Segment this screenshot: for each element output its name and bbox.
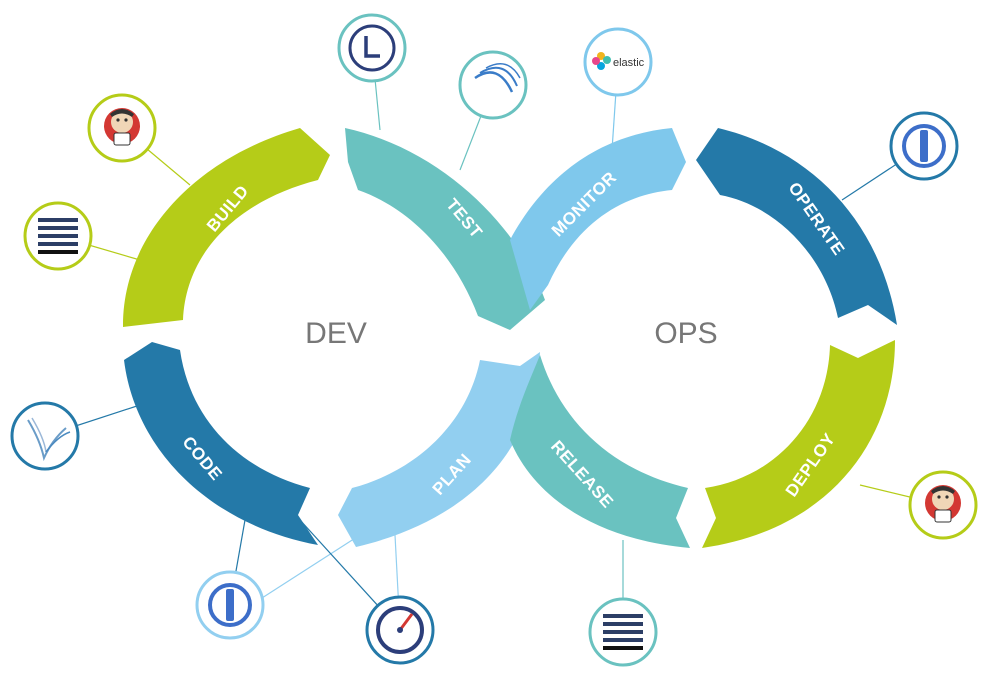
power-icon (889, 111, 959, 181)
list-icon (23, 201, 93, 271)
jenkins-icon (87, 93, 157, 163)
jenkins-icon (908, 470, 978, 540)
connector-line-plan-power (261, 534, 361, 599)
elastic-icon: elastic (583, 27, 653, 97)
test-arrow-shape (345, 128, 545, 330)
gauge-icon (365, 595, 435, 665)
segment-plan: PLAN (338, 352, 540, 547)
list-icon (588, 597, 658, 667)
wing-logo-icon (10, 401, 80, 471)
monitor-arrow-shape (510, 128, 686, 310)
segment-deploy: DEPLOY (702, 340, 895, 548)
segment-release: RELEASE (510, 355, 690, 548)
l-logo-icon (337, 13, 407, 83)
segment-test: TEST (345, 128, 545, 330)
power-icon (195, 570, 265, 640)
plan-arrow-shape (338, 352, 540, 547)
segment-operate: OPERATE (696, 128, 897, 325)
ops-label: OPS (654, 317, 717, 350)
arc-logo-icon (458, 50, 528, 120)
release-arrow-shape (510, 355, 690, 548)
segment-code: CODE (124, 342, 318, 545)
dev-label: DEV (305, 317, 367, 350)
segment-build: BUILD (122, 128, 330, 327)
elastic-logo-text: elastic (613, 57, 645, 69)
code-arrow-shape (124, 342, 318, 545)
connector-lines (44, 47, 944, 632)
segment-monitor: MONITOR (510, 128, 686, 310)
deploy-arrow-shape (702, 340, 895, 548)
operate-arrow-shape (696, 128, 897, 325)
build-arrow-shape (122, 128, 330, 327)
